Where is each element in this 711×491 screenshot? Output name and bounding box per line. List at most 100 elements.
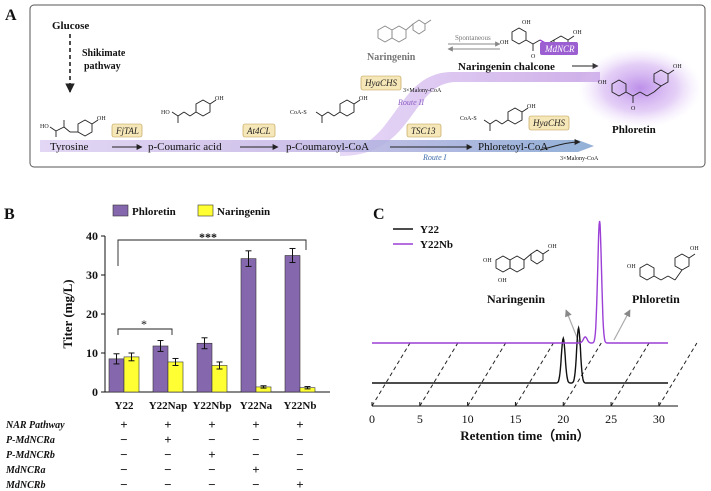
panel-c: C Y22 Y22Nb OH OH OH Naringenin OH O xyxy=(369,206,699,443)
malonyl-label-top: 3×Malony-CoA xyxy=(403,88,442,94)
phloretin-oh-1: OH xyxy=(673,64,682,70)
c-naringenin-oh-3: OH xyxy=(498,278,507,284)
hyachs-right-box xyxy=(528,115,570,131)
phloretoyl-label: Phloretoyl-CoA xyxy=(478,141,548,153)
panel-b-label: B xyxy=(4,206,15,223)
bar-naringenin-y22nap xyxy=(167,361,184,393)
bar-phloretin-y22nap xyxy=(152,345,169,393)
y-tick-label: 0 xyxy=(92,385,98,399)
chalcone-oh-3: OH xyxy=(500,40,509,46)
c-projection-line xyxy=(371,342,411,407)
tyrosine-structure xyxy=(49,119,99,137)
category-label: Y22Nb xyxy=(283,400,316,412)
phloretin-label: Phloretin xyxy=(612,124,656,136)
chalcone-oh-1: OH xyxy=(522,20,531,26)
table-cell: − xyxy=(296,432,303,447)
y-tick-label: 20 xyxy=(86,307,98,321)
phloretin-oh-2: OH xyxy=(598,80,607,86)
legend-label-naringenin: Naringenin xyxy=(217,206,270,218)
hyachs-top-box xyxy=(360,75,402,91)
c-naringenin-label: Naringenin xyxy=(487,292,545,306)
hyachs-top-label: HyaCHS xyxy=(364,78,397,88)
mdncr-box xyxy=(540,42,578,55)
pointer-phloretin xyxy=(613,309,631,341)
legend-label-phloretin: Phloretin xyxy=(132,206,176,218)
p-coumaric-ho: HO xyxy=(161,110,170,116)
bars xyxy=(108,247,316,393)
table-cell: − xyxy=(252,477,259,491)
at4cl-box xyxy=(242,123,276,138)
naringenin-chalcone-label: Naringenin chalcone xyxy=(458,61,555,73)
table-cell: − xyxy=(164,477,171,491)
category-label: Y22Nbp xyxy=(192,400,231,412)
table-cell: + xyxy=(252,417,259,432)
table-cell: − xyxy=(164,447,171,462)
legend-swatch-naringenin xyxy=(197,204,214,217)
table-cell: − xyxy=(120,447,127,462)
category-label: Y22Na xyxy=(240,400,273,412)
route-1-band xyxy=(40,140,594,152)
y-tick-label: 10 xyxy=(86,346,98,360)
table-cell: − xyxy=(120,432,127,447)
bar-naringenin-y22 xyxy=(123,356,140,393)
trace-y22 xyxy=(372,325,668,384)
at4cl-label: At4CL xyxy=(246,126,271,136)
y-tick-label: 40 xyxy=(86,229,98,243)
sig-mark-2: *** xyxy=(199,230,217,244)
c-projection-line xyxy=(419,342,459,407)
bar-phloretin-y22nbp xyxy=(196,342,213,393)
shikimate-label-2: pathway xyxy=(84,61,121,72)
panel-c-label: C xyxy=(373,206,385,223)
c-x-tick-label: 30 xyxy=(653,412,665,426)
bar-phloretin-y22nb xyxy=(284,255,301,393)
c-phloretin-structure xyxy=(639,253,696,281)
c-projection-dashes xyxy=(371,342,698,407)
y-ticks: 0 10 20 30 40 xyxy=(86,229,105,399)
p-coumaric-label: p-Coumaric acid xyxy=(148,141,222,153)
fjtal-label: FjTAL xyxy=(115,126,139,136)
bar-phloretin-y22na xyxy=(240,258,257,393)
c-naringenin-structure xyxy=(495,249,550,273)
tyrosine-label: Tyrosine xyxy=(50,141,88,153)
y-axis-title: Titer (mg/L) xyxy=(60,279,75,348)
sig-mark-1: * xyxy=(141,317,147,331)
table-cell: + xyxy=(164,417,171,432)
trace-y22nb xyxy=(372,220,668,344)
panel-a: A Glucose Shikimate pathway OH HO xyxy=(5,4,706,168)
table-cell: − xyxy=(252,432,259,447)
phloretoyl-coas: CoA-S xyxy=(460,116,477,122)
table-cell: − xyxy=(208,432,215,447)
sig-bracket-1 xyxy=(117,328,173,335)
glucose-label: Glucose xyxy=(52,20,89,32)
legend-label-y22: Y22 xyxy=(420,224,439,236)
table-cell: − xyxy=(120,477,127,491)
c-projection-line xyxy=(658,342,698,407)
phloretoyl-oh: OH xyxy=(527,104,536,110)
arrow-phlcoa-phloretin xyxy=(539,139,581,151)
table-row-label: MdNCRb xyxy=(5,480,45,491)
table-row-label: MdNCRa xyxy=(5,465,45,476)
phloretoyl-structure xyxy=(483,107,529,131)
c-traces xyxy=(372,220,668,384)
c-x-tick-label: 15 xyxy=(509,412,521,426)
p-coumaric-structure xyxy=(171,99,217,123)
legend-label-y22nb: Y22Nb xyxy=(420,239,453,251)
route-1-label: Route I xyxy=(422,153,447,162)
table-cell: − xyxy=(208,477,215,491)
y-tick-label: 30 xyxy=(86,268,98,282)
c-phloretin-oh-1: OH xyxy=(690,246,699,252)
c-x-axis-title: Retention time（min） xyxy=(460,428,590,443)
phloretin-o: O xyxy=(631,106,636,112)
panel-a-label: A xyxy=(5,7,17,24)
p-coumaric-oh: OH xyxy=(215,96,224,102)
naringenin-struct-label: Naringenin xyxy=(367,52,416,63)
c-x-tick-label: 5 xyxy=(417,412,423,426)
p-coumaroyl-coas: CoA-S xyxy=(290,110,307,116)
hyachs-right-label: HyaCHS xyxy=(532,118,565,128)
c-naringenin-oh-2: OH xyxy=(483,258,492,264)
tyrosine-oh: OH xyxy=(97,116,106,122)
table-cell: + xyxy=(164,432,171,447)
table-row-label: P-MdNCRb xyxy=(6,450,55,461)
